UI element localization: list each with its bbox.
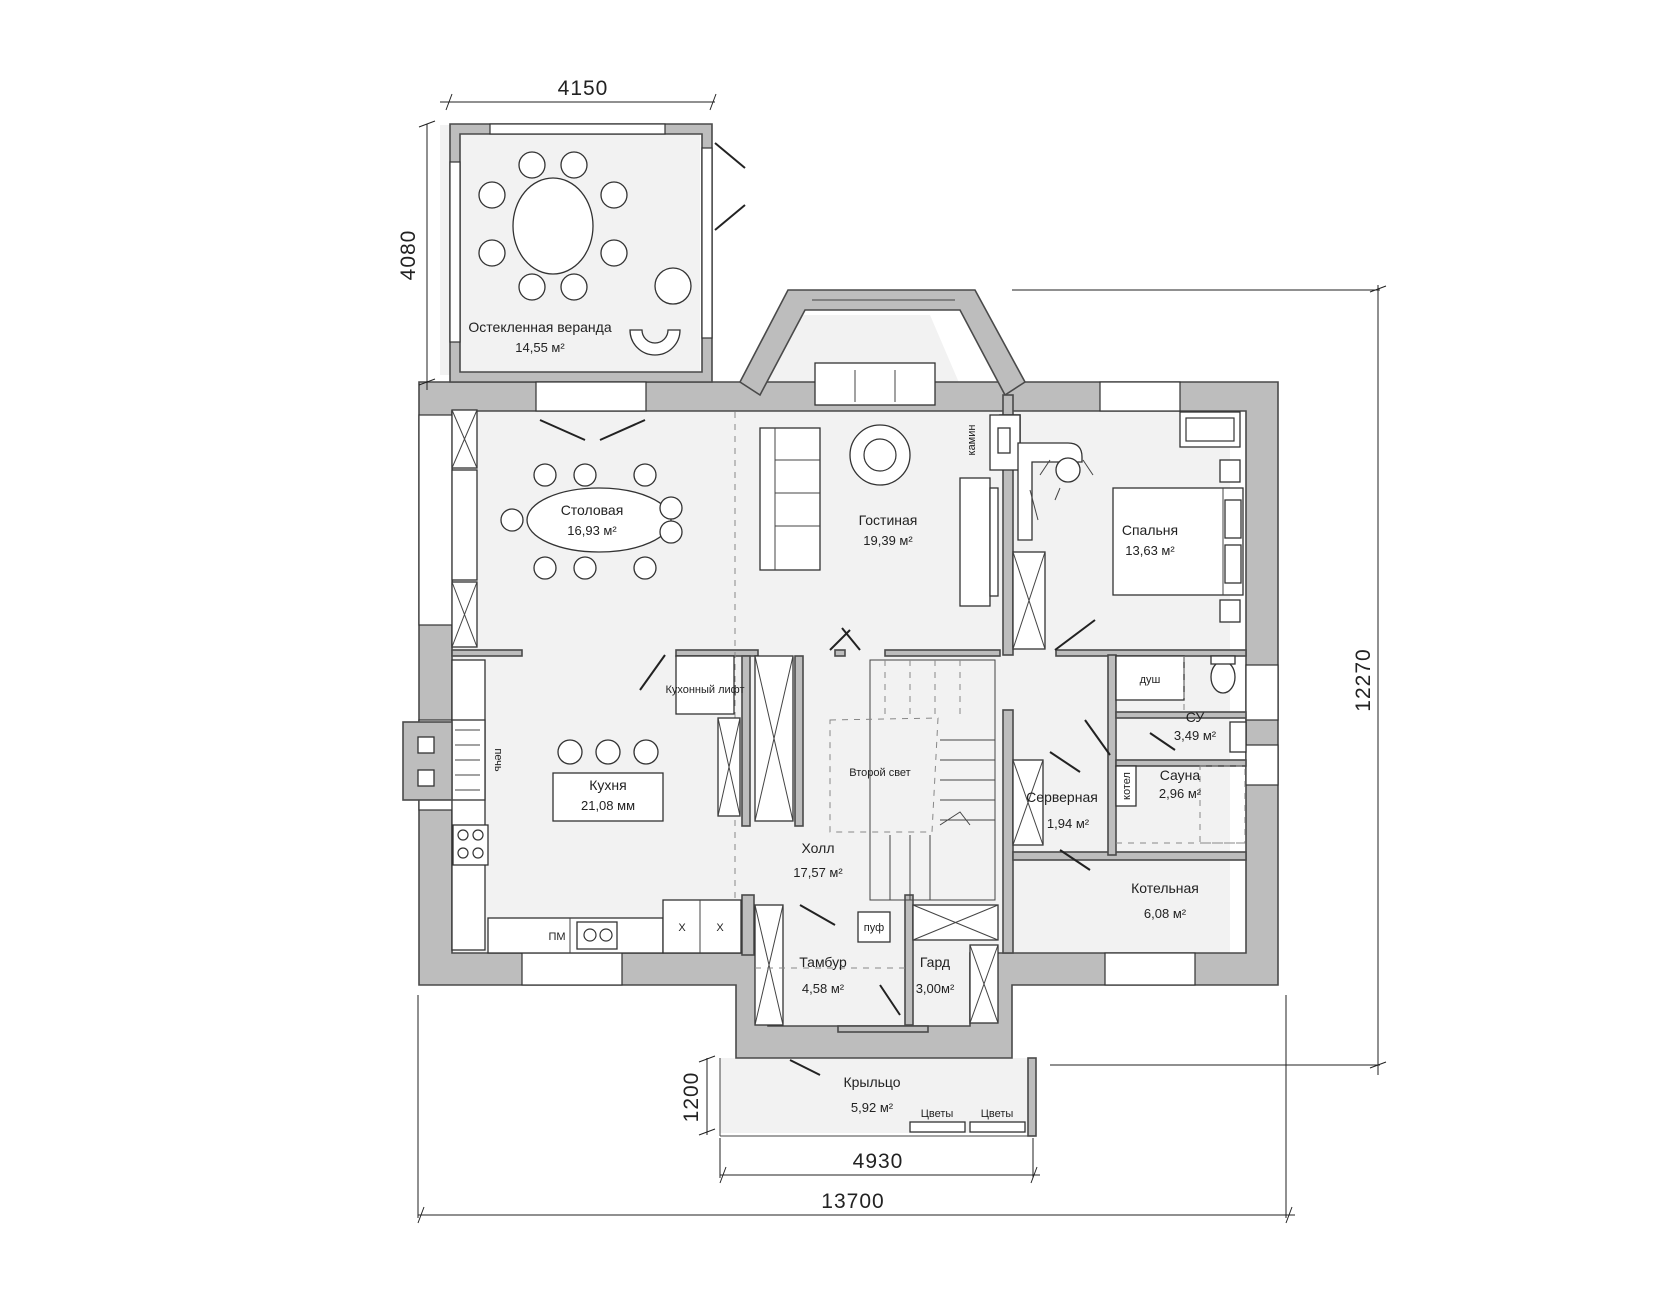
stove-label: печь [492, 748, 504, 771]
living-furniture: камин [759, 362, 1021, 651]
room-name-hall: Холл [802, 840, 835, 856]
kitchen-island [552, 772, 664, 822]
room-name-dining: Столовая [561, 502, 624, 518]
room-name-server: Серверная [1026, 789, 1098, 805]
room-area-vestibule: 4,58 м² [802, 981, 845, 996]
room-area-kitchen: 21,08 мм [581, 798, 635, 813]
cooktop [452, 824, 489, 866]
flower-box-2 [969, 1121, 1026, 1133]
bedroom-furniture [1012, 411, 1244, 651]
second-light-label: Второй свет [849, 767, 910, 779]
stove-chimney [402, 721, 453, 801]
dim-porch-width: 4930 [853, 1150, 904, 1173]
sink [576, 921, 618, 950]
hall-stairs: Второй свет [754, 655, 996, 901]
flower-box-1 [909, 1121, 966, 1133]
room-area-sauna: 2,96 м² [1159, 786, 1202, 801]
kitchen-furniture: печь X X ПМ Кухонный лифт [402, 654, 745, 954]
dim-total-depth: 12270 [1352, 648, 1375, 711]
room-name-living: Гостиная [859, 512, 918, 528]
kitchen-counter-bottom [487, 917, 664, 954]
dim-veranda-depth: 4080 [397, 230, 420, 281]
room-name-wardrobe: Гард [920, 954, 950, 970]
second-light-outline [829, 717, 939, 833]
dimension-lines [417, 93, 1387, 1224]
dimension-labels: 4150 4080 12270 1200 4930 13700 [397, 77, 1375, 1213]
entry-area: пуф Цветы Цветы [719, 904, 1037, 1137]
pouf-label: пуф [864, 922, 884, 934]
wet-rooms: душ котел [1012, 655, 1247, 871]
bedroom-tv [1179, 411, 1241, 448]
dining-furniture [451, 409, 683, 648]
sofa-top [814, 362, 936, 406]
kitchen-lift-label: Кухонный лифт [665, 684, 744, 696]
room-name-porch: Крыльцо [843, 1074, 900, 1090]
shower [1115, 655, 1185, 701]
kitchen-lift [675, 655, 735, 715]
dim-total-width: 13700 [821, 1190, 884, 1213]
room-name-sauna: Сауна [1160, 767, 1201, 783]
round-side-table [654, 267, 692, 305]
dining-table [526, 487, 672, 553]
kitchen-counter-left [451, 659, 486, 951]
room-area-hall: 17,57 м² [793, 865, 843, 880]
tv-stand [959, 477, 991, 607]
armchair [629, 329, 681, 356]
dim-porch-depth: 1200 [680, 1072, 703, 1123]
coffee-table [849, 424, 911, 486]
bed [1112, 487, 1244, 596]
room-labels: Остекленная веранда 14,55 м² Столовая 16… [468, 319, 1216, 1115]
room-area-wardrobe: 3,00м² [916, 981, 955, 996]
dishwasher-label: ПМ [548, 931, 565, 943]
pouf [857, 911, 891, 943]
room-name-wc: СУ [1186, 709, 1205, 725]
room-area-server: 1,94 м² [1047, 816, 1090, 831]
dim-veranda-width: 4150 [558, 77, 609, 100]
sofa-left [759, 427, 821, 571]
room-area-bedroom: 13,63 м² [1125, 543, 1175, 558]
wc-sink [1229, 721, 1247, 753]
desk-chair [1055, 457, 1081, 483]
boiler-unit-label: котел [1121, 772, 1133, 800]
room-name-veranda: Остекленная веранда [468, 319, 611, 335]
cross-1: X [678, 922, 686, 934]
room-area-boiler: 6,08 м² [1144, 906, 1187, 921]
veranda-furniture [478, 142, 746, 356]
room-area-dining: 16,93 м² [567, 523, 617, 538]
room-area-porch: 5,92 м² [851, 1100, 894, 1115]
room-name-boiler: Котельная [1131, 880, 1199, 896]
room-name-bedroom: Спальня [1122, 522, 1178, 538]
sauna-bench [1199, 765, 1246, 844]
flowers-label-2: Цветы [981, 1108, 1014, 1120]
shower-label: душ [1140, 674, 1161, 686]
flowers-label-1: Цветы [921, 1108, 954, 1120]
dining-sideboard [451, 469, 478, 581]
room-name-kitchen: Кухня [589, 777, 626, 793]
room-name-vestibule: Тамбур [799, 954, 847, 970]
cross-2: X [716, 922, 724, 934]
toilet [1210, 660, 1236, 694]
room-area-wc: 3,49 м² [1174, 728, 1217, 743]
room-area-veranda: 14,55 м² [515, 340, 565, 355]
boiler-unit [1115, 765, 1137, 807]
fireplace-label: камин [966, 425, 978, 456]
room-area-living: 19,39 м² [863, 533, 913, 548]
veranda-table [512, 177, 594, 275]
